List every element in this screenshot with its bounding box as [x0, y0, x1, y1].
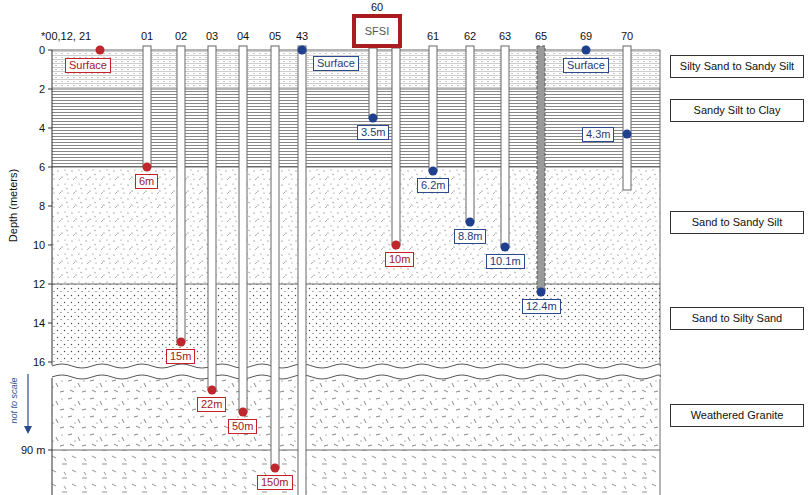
depth-label: Surface	[313, 56, 359, 71]
well-number: 70	[621, 30, 633, 43]
node-text: 10.1m	[490, 255, 521, 268]
node-text: Surface	[69, 59, 107, 72]
well-number: 60	[371, 1, 383, 14]
well-number: 43	[296, 30, 308, 43]
depth-label: 12.4m	[522, 299, 561, 314]
tick-label: 90 m	[21, 444, 45, 457]
depth-label: 4.3m	[582, 127, 614, 142]
tick-label: 14	[33, 317, 45, 330]
well-number: 65	[535, 30, 547, 43]
depth-label: 10.1m	[486, 254, 525, 269]
depth-label: 150m	[257, 475, 293, 490]
depth-label: 22m	[197, 397, 226, 412]
node-text: 3.5m	[361, 126, 385, 139]
node-text: 22m	[201, 398, 222, 411]
node-text: Surface	[317, 57, 355, 70]
depth-label: 50m	[228, 419, 257, 434]
node-text: 6m	[139, 175, 154, 188]
tick-label: 16	[33, 356, 45, 369]
node-text: Sand to Silty Sand	[676, 312, 798, 325]
depth-label: 3.5m	[357, 125, 389, 140]
tick-label: 0	[39, 44, 45, 57]
well-number: 02	[175, 30, 187, 43]
stratum-label: Sand to Silty Sand	[670, 307, 804, 330]
tick-label: 8	[39, 200, 45, 213]
depth-label: 8.8m	[454, 229, 486, 244]
stratum-label: Weathered Granite	[670, 404, 804, 427]
tick-label: 2	[39, 83, 45, 96]
node-text: 12.4m	[526, 300, 557, 313]
well-number: 69	[580, 30, 592, 43]
depth-label: 6.2m	[417, 178, 449, 193]
depth-label: Surface	[65, 58, 111, 73]
node-text: 4.3m	[586, 128, 610, 141]
well-number: *00,12, 21	[41, 30, 91, 43]
well-number: 05	[269, 30, 281, 43]
depth-label: 10m	[385, 252, 414, 267]
node-text: 50m	[232, 420, 253, 433]
depth-label: Surface	[563, 58, 609, 73]
well-number: 61	[427, 30, 439, 43]
depth-label: 6m	[135, 174, 158, 189]
tick-label: 6	[39, 161, 45, 174]
node-text: 150m	[261, 476, 289, 489]
node-text: SFSI	[365, 25, 389, 38]
node-text: Silty Sand to Sandy Silt	[676, 60, 798, 73]
station-box: SFSI	[352, 14, 402, 48]
stratum-label: Silty Sand to Sandy Silt	[670, 55, 804, 78]
well-number: 62	[464, 30, 476, 43]
well-number: 01	[141, 30, 153, 43]
well-number: 03	[206, 30, 218, 43]
well-number: 04	[237, 30, 249, 43]
well-number: 63	[499, 30, 511, 43]
node-text: 15m	[170, 350, 191, 363]
tick-label: 4	[39, 122, 45, 135]
depth-label: 15m	[166, 349, 195, 364]
node-text: 8.8m	[458, 230, 482, 243]
tick-label: 10	[33, 239, 45, 252]
node-text: Weathered Granite	[676, 409, 798, 422]
stratum-label: Sandy Silt to Clay	[670, 99, 804, 122]
node-text: Surface	[567, 59, 605, 72]
node-text: Sand to Sandy Silt	[676, 216, 798, 229]
node-text: 6.2m	[421, 179, 445, 192]
node-text: 10m	[389, 253, 410, 266]
axis-title: Depth (meters)	[7, 169, 20, 242]
axis-title: not to scale	[8, 377, 21, 423]
tick-label: 12	[33, 278, 45, 291]
node-text: Sandy Silt to Clay	[676, 104, 798, 117]
stratum-label: Sand to Sandy Silt	[670, 211, 804, 234]
